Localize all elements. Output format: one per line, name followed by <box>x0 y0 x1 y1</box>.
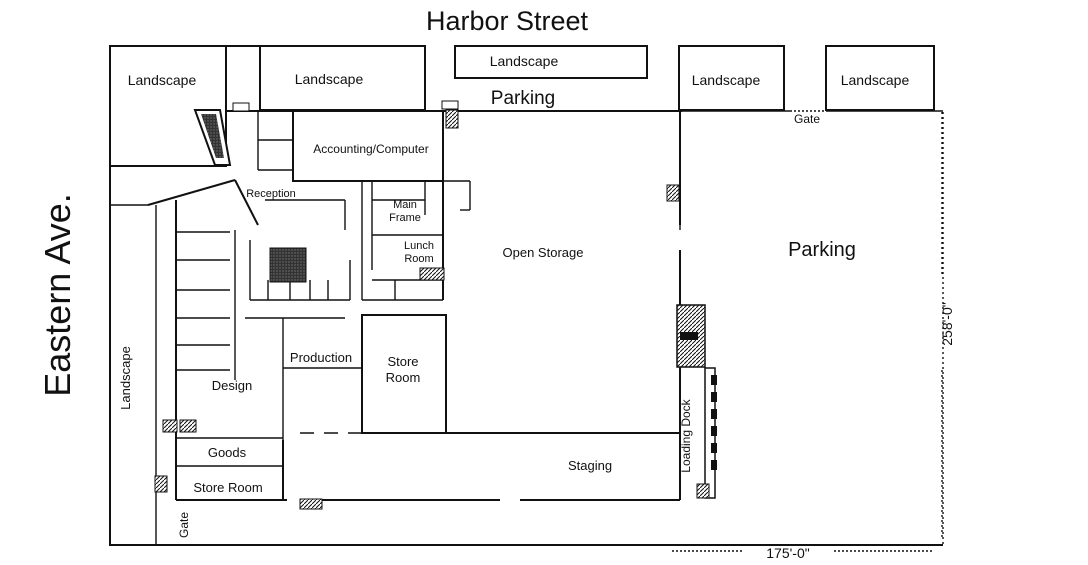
exit-icon <box>441 100 459 110</box>
landscape-label-4: Landscape <box>692 72 761 88</box>
depth-dimension-label: 258'-0" <box>939 302 955 345</box>
gate-south-label: Gate <box>177 512 191 538</box>
design-label: Design <box>212 378 252 393</box>
reception-core <box>269 247 307 283</box>
open-storage-label: Open Storage <box>503 245 584 260</box>
landscape-label-3: Landscape <box>490 53 559 69</box>
reception-label: Reception <box>246 188 296 200</box>
landscape-label-west: Landscape <box>118 346 133 410</box>
exit-icon <box>232 102 250 112</box>
exit-icon <box>419 267 445 281</box>
width-dimension-label: 175'-0" <box>766 545 809 561</box>
office-walls <box>176 110 681 500</box>
landscape-box-1 <box>109 45 227 167</box>
exit-icon <box>445 109 459 129</box>
exit-icon <box>162 419 178 433</box>
parking-east-label: Parking <box>788 239 856 261</box>
eastern-ave-label: Eastern Ave. <box>37 193 78 396</box>
exit-icon <box>154 475 168 493</box>
harbor-street-label: Harbor Street <box>426 6 589 36</box>
lunch-room-label-1: Lunch <box>404 240 434 252</box>
landscape-label-1: Landscape <box>128 72 197 88</box>
exit-icon <box>299 498 323 510</box>
gate-north-label: Gate <box>794 112 820 126</box>
loading-dock-doors <box>704 367 717 499</box>
landscape-label-5: Landscape <box>841 72 910 88</box>
exit-icon <box>696 483 710 499</box>
staging-label: Staging <box>568 458 612 473</box>
production-label: Production <box>290 350 352 365</box>
loading-dock-label: Loading Dock <box>679 398 693 472</box>
goods-label: Goods <box>208 445 247 460</box>
parking-north-label: Parking <box>491 88 555 109</box>
main-frame-label-1: Main <box>393 199 417 211</box>
ramp-label-box <box>680 332 698 340</box>
landscape-box-3 <box>454 45 648 79</box>
lunch-room-label-2: Room <box>404 253 433 265</box>
store-room-label-2: Room <box>386 370 421 385</box>
landscape-box-4 <box>678 45 785 111</box>
exit-icon <box>179 419 197 433</box>
accounting-label: Accounting/Computer <box>313 142 428 156</box>
exit-icon <box>666 184 680 202</box>
exit-stair-icons <box>154 100 710 510</box>
store-room-small-label: Store Room <box>193 480 262 495</box>
landscape-box-5 <box>825 45 935 111</box>
store-room-label-1: Store <box>387 354 418 369</box>
planter-fill <box>201 114 224 158</box>
main-frame-label-2: Frame <box>389 212 421 224</box>
landscape-label-2: Landscape <box>295 71 364 87</box>
